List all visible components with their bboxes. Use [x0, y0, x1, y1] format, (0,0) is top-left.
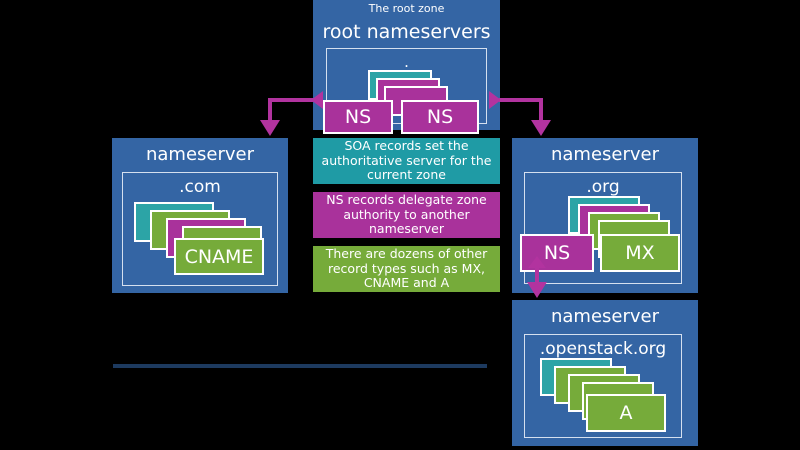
zone-openstack-inner: .openstack.org — [524, 334, 682, 438]
section-divider — [113, 364, 487, 368]
record-card-ns-left: NS — [323, 100, 393, 134]
legend-ns: NS records delegate zone authority to an… — [313, 192, 500, 238]
zone-org-label: .org — [586, 177, 620, 197]
connector-line-v-left — [268, 98, 272, 122]
zone-root-title: root nameservers — [322, 21, 491, 43]
zone-org: nameserver .org NS MX — [512, 138, 698, 293]
connector-line-v-right — [539, 98, 543, 122]
legend-other: There are dozens of other record types s… — [313, 246, 500, 292]
zone-openstack-label: .openstack.org — [539, 339, 667, 359]
arrow-root-to-org — [531, 120, 551, 136]
zone-root-label: . — [404, 53, 409, 71]
zone-com-title: nameserver — [145, 144, 255, 165]
legend-soa: SOA records set the authoritative server… — [313, 138, 500, 184]
connector-line-h-left — [268, 98, 314, 102]
connector-line-h-right — [499, 98, 543, 102]
zone-openstack-title: nameserver — [550, 306, 660, 327]
record-card-mx: MX — [600, 234, 680, 272]
connector-notch-left — [311, 91, 323, 109]
arrow-root-to-com — [260, 120, 280, 136]
connector-notch-right — [489, 91, 501, 109]
zone-org-title: nameserver — [550, 144, 660, 165]
zone-com-inner: .com — [122, 172, 278, 286]
record-card-cname: CNAME — [174, 238, 264, 275]
root-zone-strip: The root zone — [313, 0, 500, 18]
root-zone-strip-label: The root zone — [368, 2, 445, 15]
zone-root: root nameservers . NS NS — [313, 18, 500, 134]
arrow-org-to-openstack — [527, 282, 547, 298]
zone-openstack: nameserver .openstack.org A — [512, 300, 698, 446]
zone-com: nameserver .com CNAME — [112, 138, 288, 293]
zone-org-inner: .org — [524, 172, 682, 284]
record-card-ns-right: NS — [401, 100, 479, 134]
record-card-a: A — [586, 394, 666, 432]
zone-com-label: .com — [179, 177, 221, 197]
connector-line-v-org — [535, 262, 539, 284]
